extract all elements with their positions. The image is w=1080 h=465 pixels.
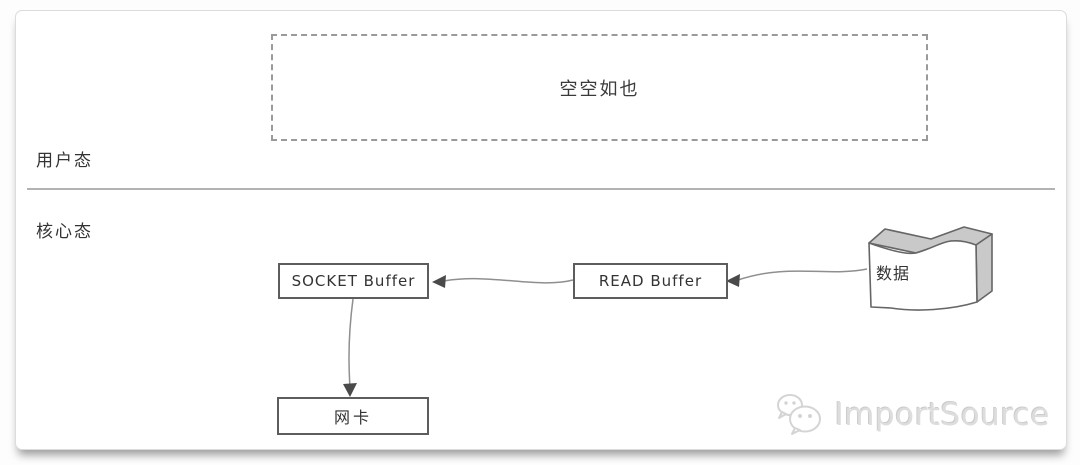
empty-placeholder-label: 空空如也 xyxy=(559,78,640,100)
socket-buffer-box: SOCKET Buffer xyxy=(278,263,429,299)
arrow-socket-to-nic xyxy=(348,298,354,388)
diagram-card: 空空如也 用户态 核心态 SOCKET Buffer READ Buffer xyxy=(15,10,1067,450)
mode-divider-line xyxy=(27,188,1055,190)
empty-placeholder-box: 空空如也 xyxy=(271,34,928,141)
arrowhead-data-to-read xyxy=(726,274,740,287)
data-slab-top-face xyxy=(868,226,993,254)
data-slab-right-face xyxy=(975,233,993,303)
user-mode-label: 用户态 xyxy=(36,151,93,171)
arrow-read-to-socket xyxy=(443,277,574,284)
kernel-mode-label: 核心态 xyxy=(36,222,93,242)
arrowhead-read-to-socket xyxy=(432,275,446,288)
watermark: ImportSource xyxy=(775,393,1050,437)
watermark-text: ImportSource xyxy=(834,397,1050,433)
read-buffer-box: READ Buffer xyxy=(573,263,728,299)
network-card-box: 网卡 xyxy=(277,397,429,435)
data-block-label: 数据 xyxy=(876,264,911,283)
arrowhead-socket-to-nic xyxy=(343,383,357,397)
arrow-data-to-read xyxy=(737,268,868,281)
wechat-icon xyxy=(776,394,821,435)
